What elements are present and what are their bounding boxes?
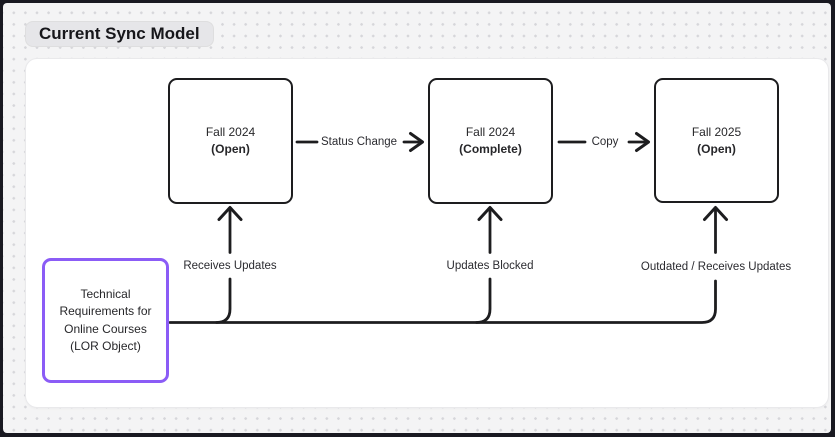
updates-blocked-branch[interactable] [475, 277, 492, 324]
node-fall-2024-complete[interactable]: Fall 2024 (Complete) [428, 78, 553, 204]
node-lor-label: Technical Requirements for Online Course… [59, 286, 152, 354]
arrowhead-right-icon [409, 132, 424, 152]
node-status: (Open) [697, 141, 736, 156]
node-lor-object[interactable]: Technical Requirements for Online Course… [42, 258, 169, 383]
edge-label-updates-blocked[interactable]: Updates Blocked [446, 260, 534, 272]
arrowhead-up-icon [703, 206, 728, 221]
node-status: (Complete) [459, 142, 522, 156]
node-title: Fall 2024 [205, 125, 256, 139]
arrowhead-right-icon [635, 132, 650, 152]
arrowhead-up-icon [477, 206, 503, 221]
edge-label-outdated[interactable]: Outdated / Receives Updates [640, 261, 792, 273]
dotted-board-background [3, 3, 831, 433]
arrowhead-up-icon [217, 206, 243, 221]
receives-updates-branch[interactable] [215, 277, 232, 324]
node-status: (Open) [211, 142, 250, 156]
edge-label-receives-updates[interactable]: Receives Updates [183, 260, 277, 272]
node-fall-2024-open[interactable]: Fall 2024 (Open) [168, 78, 293, 204]
node-title: Fall 2025 [691, 124, 742, 139]
source-trunk-connector[interactable] [168, 279, 717, 324]
node-fall-2025-open[interactable]: Fall 2025 (Open) [654, 78, 779, 203]
edge-label-copy[interactable]: Copy [591, 136, 619, 148]
node-title: Fall 2024 [465, 125, 516, 139]
edge-label-status-change[interactable]: Status Change [320, 136, 398, 148]
diagram-title[interactable]: Current Sync Model [25, 21, 214, 47]
